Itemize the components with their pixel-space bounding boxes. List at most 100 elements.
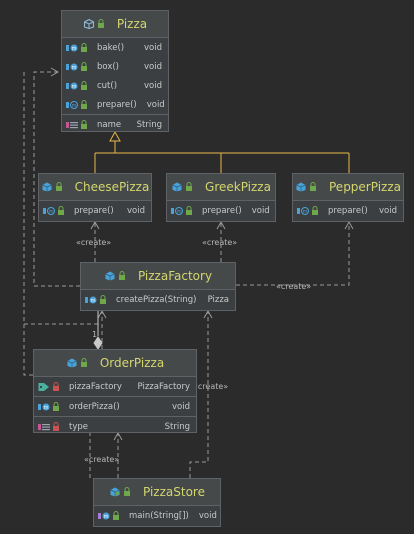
svg-text:m: m <box>44 405 49 411</box>
class-icon <box>295 182 307 192</box>
method-name: prepare() <box>74 205 114 216</box>
method-row[interactable]: m orderPizza() void <box>34 396 196 416</box>
order-pizza-line <box>23 71 33 376</box>
class-cheese-pizza[interactable]: CheesePizza m prepare() void <box>38 173 152 222</box>
method-row[interactable]: m prepare() void <box>293 201 403 220</box>
lock-icon <box>309 182 321 192</box>
svg-text:m: m <box>177 209 182 215</box>
field-type: String <box>136 119 162 130</box>
class-name: PizzaFactory <box>137 269 213 283</box>
class-greek-pizza[interactable]: GreekPizza m prepare() void <box>166 173 276 222</box>
class-order-pizza[interactable]: OrderPizza pizzaFactory PizzaFactory m o… <box>33 349 197 433</box>
field-row[interactable]: pizzaFactory PizzaFactory <box>34 377 196 396</box>
svg-text:m: m <box>72 103 77 109</box>
method-row[interactable]: m cut() void <box>62 76 168 95</box>
method-name: createPizza(String) <box>116 294 197 305</box>
field-type: PizzaFactory <box>137 381 190 392</box>
method-type: void <box>251 205 270 216</box>
abstract-class-icon <box>83 19 95 29</box>
method-row[interactable]: m prepare() void <box>39 201 151 220</box>
lock-icon <box>118 271 130 281</box>
method-row[interactable]: m main(String[]) void <box>94 506 220 525</box>
inheritance-edges <box>94 141 350 173</box>
class-store-header: PizzaStore <box>94 479 220 506</box>
method-name: bake() <box>97 42 125 53</box>
main-class-icon <box>109 487 121 497</box>
abstract-method-icon: m <box>66 43 78 53</box>
method-type: void <box>198 510 217 521</box>
svg-text:m: m <box>91 298 96 304</box>
class-name: GreekPizza <box>205 180 271 194</box>
field-name: name <box>97 119 122 130</box>
lock-icon <box>80 80 92 91</box>
method-type: void <box>144 80 162 91</box>
field-type: String <box>164 421 190 432</box>
method-row[interactable]: m prepare() void <box>62 95 168 114</box>
create-label-order: «create» <box>84 455 120 464</box>
lock-icon <box>57 205 69 216</box>
class-icon <box>171 182 183 192</box>
method-name: prepare() <box>202 205 242 216</box>
lock-red-icon <box>52 421 64 432</box>
method-name: main(String[]) <box>129 510 189 521</box>
method-type: void <box>172 401 190 412</box>
create-label-greek: «create» <box>202 238 238 247</box>
class-pizza[interactable]: Pizza m bake() void m box() void m cut()… <box>61 10 169 132</box>
tag-field-icon <box>38 382 50 392</box>
method-row[interactable]: m prepare() void <box>167 201 275 220</box>
lock-icon <box>112 510 124 521</box>
lock-icon <box>311 205 323 216</box>
method-icon: m <box>38 402 50 412</box>
method-name: box() <box>97 61 119 72</box>
svg-text:m: m <box>49 209 54 215</box>
create-pepper-line <box>236 222 350 286</box>
field-name: type <box>69 421 88 432</box>
create-label-cheese: «create» <box>76 238 112 247</box>
field-row[interactable]: type String <box>34 416 196 436</box>
class-pizza-store[interactable]: PizzaStore m main(String[]) void <box>93 478 221 527</box>
method-icon: m <box>297 206 309 216</box>
inheritance-arrowhead <box>109 130 121 142</box>
method-row[interactable]: m box() void <box>62 57 168 76</box>
class-factory-header: PizzaFactory <box>81 263 235 290</box>
field-icon <box>38 422 50 432</box>
class-name: OrderPizza <box>99 356 165 370</box>
method-type: void <box>144 61 162 72</box>
lock-icon <box>55 182 67 192</box>
lock-icon <box>123 487 135 497</box>
lock-icon <box>80 42 92 53</box>
class-cheese-header: CheesePizza <box>39 174 151 201</box>
method-name: prepare() <box>97 99 137 110</box>
abstract-method-icon: m <box>66 100 78 110</box>
class-name: Pizza <box>116 17 148 31</box>
class-pepper-pizza[interactable]: PepperPizza m prepare() void <box>292 173 404 222</box>
create-label-pepper: «create» <box>276 282 312 291</box>
aggregation-diamond <box>93 336 103 350</box>
field-icon <box>66 120 78 130</box>
method-type: Pizza <box>207 294 229 305</box>
class-name: PepperPizza <box>329 180 401 194</box>
method-row[interactable]: m createPizza(String) Pizza <box>81 290 235 309</box>
factory-pizza-line <box>33 71 80 287</box>
lock-icon <box>80 358 92 368</box>
class-name: CheesePizza <box>74 180 150 194</box>
class-icon <box>66 358 78 368</box>
static-method-icon: m <box>98 511 110 521</box>
svg-text:m: m <box>72 46 77 52</box>
class-pizza-header: Pizza <box>62 11 168 38</box>
class-pizza-factory[interactable]: PizzaFactory m createPizza(String) Pizza <box>80 262 236 311</box>
method-icon: m <box>171 206 183 216</box>
method-type: void <box>146 99 165 110</box>
method-icon: m <box>43 206 55 216</box>
class-name: PizzaStore <box>143 485 205 499</box>
method-name: prepare() <box>328 205 368 216</box>
lock-icon <box>52 401 64 412</box>
method-name: cut() <box>97 80 118 91</box>
class-icon <box>104 271 116 281</box>
method-row[interactable]: m bake() void <box>62 38 168 57</box>
method-icon: m <box>85 295 97 305</box>
field-row[interactable]: name String <box>62 114 168 134</box>
lock-icon <box>185 205 197 216</box>
class-greek-header: GreekPizza <box>167 174 275 201</box>
